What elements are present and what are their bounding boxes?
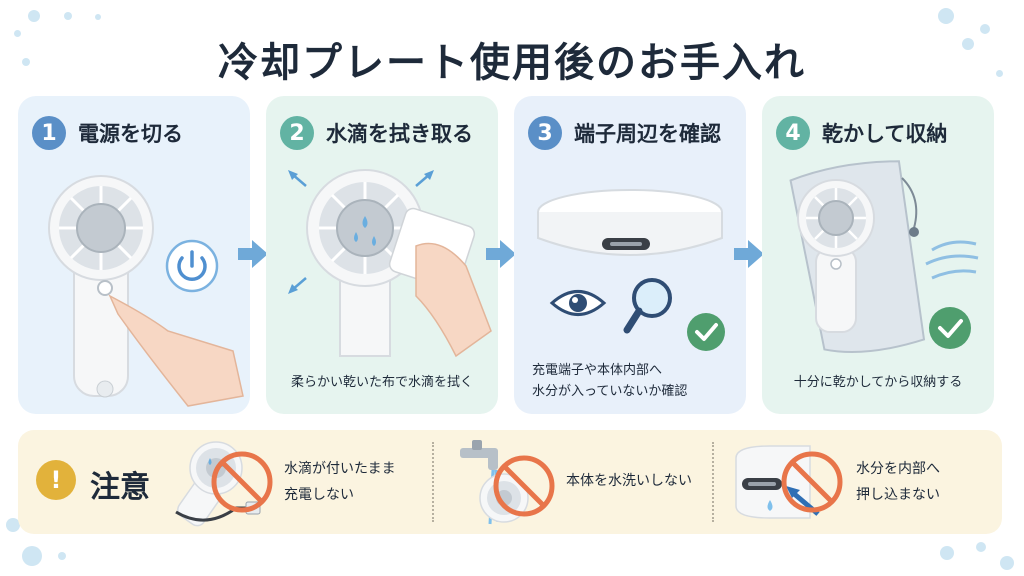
caution-text: 本体を水洗いしない <box>566 468 692 494</box>
bubble-decoration <box>58 552 66 560</box>
step-title: 電源を切る <box>78 122 183 146</box>
step-number-badge: 3 <box>528 116 562 150</box>
wiping-fan-illustration <box>288 169 492 358</box>
step-title: 水滴を拭き取る <box>326 122 473 146</box>
bubble-decoration <box>22 546 42 566</box>
step-header: 2 水滴を拭き取る <box>280 116 473 150</box>
caution-text-line: 本体を水洗いしない <box>566 473 692 489</box>
bubble-decoration <box>28 10 40 22</box>
caution-text-line: 水滴が付いたまま <box>284 461 396 477</box>
step-card-3: 3 端子周辺を確認 充電端子や本体内部へ 水分が入っていないか確認 <box>514 96 746 414</box>
step-header: 1 電源を切る <box>32 116 183 150</box>
step-title: 端子周辺を確認 <box>574 122 721 146</box>
caution-label: 注意 <box>90 470 150 505</box>
step-card-2: 2 水滴を拭き取る 柔らかい乾いた布で水滴を拭く <box>266 96 498 414</box>
bubble-decoration <box>962 38 974 50</box>
caution-divider <box>432 442 434 522</box>
eye-icon <box>549 290 607 316</box>
caution-text: 水分を内部へ 押し込まない <box>856 456 940 508</box>
page-title: 冷却プレート使用後のお手入れ <box>218 40 806 86</box>
next-step-arrow <box>734 240 764 268</box>
caution-text-line: 充電しない <box>284 487 354 503</box>
bubble-decoration <box>980 24 990 34</box>
step-title: 乾かして収納 <box>822 122 948 146</box>
power-icon <box>165 239 219 293</box>
bubble-decoration <box>6 518 20 532</box>
bubble-decoration <box>996 70 1003 77</box>
caution-divider <box>712 442 714 522</box>
step-caption-line: 水分が入っていないか確認 <box>532 384 688 399</box>
check-icon <box>929 307 971 349</box>
bubble-decoration <box>64 12 72 20</box>
bubble-decoration <box>940 546 954 560</box>
bubble-decoration <box>22 58 30 66</box>
handheld-fan-illustration <box>48 175 244 407</box>
next-step-arrow <box>486 240 516 268</box>
bubble-decoration <box>95 14 101 20</box>
warning-icon: ! <box>36 460 76 500</box>
next-step-arrow <box>238 240 268 268</box>
no-pushing-water-icon <box>735 445 843 519</box>
caution-text: 水滴が付いたまま 充電しない <box>284 456 396 508</box>
no-charging-wet-icon <box>175 441 273 527</box>
step-caption-line: 充電端子や本体内部へ <box>532 363 663 378</box>
no-washing-icon <box>460 440 555 525</box>
storage-pouch-illustration <box>789 160 979 353</box>
step-number-badge: 1 <box>32 116 66 150</box>
bubble-decoration <box>976 542 986 552</box>
check-icon <box>687 313 725 351</box>
bubble-decoration <box>1000 556 1014 570</box>
step-header: 3 端子周辺を確認 <box>528 116 721 150</box>
step-header: 4 乾かして収納 <box>776 116 947 150</box>
bubble-decoration <box>14 30 21 37</box>
step-card-4: 4 乾かして収納 十分に乾かしてから収納する <box>762 96 994 414</box>
caution-text-line: 押し込まない <box>856 487 940 503</box>
charging-port-illustration <box>537 189 723 256</box>
step-caption: 十分に乾かしてから収納する <box>793 375 963 390</box>
step-card-1: 1 電源を切る <box>18 96 250 414</box>
step-caption: 柔らかい乾いた布で水滴を拭く <box>290 375 473 390</box>
caution-text-line: 水分を内部へ <box>856 461 940 477</box>
caution-panel: ! 注意 水滴が付いたまま 充電しない 本体を水洗いしない <box>18 430 1002 534</box>
bubble-decoration <box>938 8 954 24</box>
step-number-badge: 4 <box>776 116 810 150</box>
magnifier-icon <box>623 278 672 334</box>
step-number-badge: 2 <box>280 116 314 150</box>
